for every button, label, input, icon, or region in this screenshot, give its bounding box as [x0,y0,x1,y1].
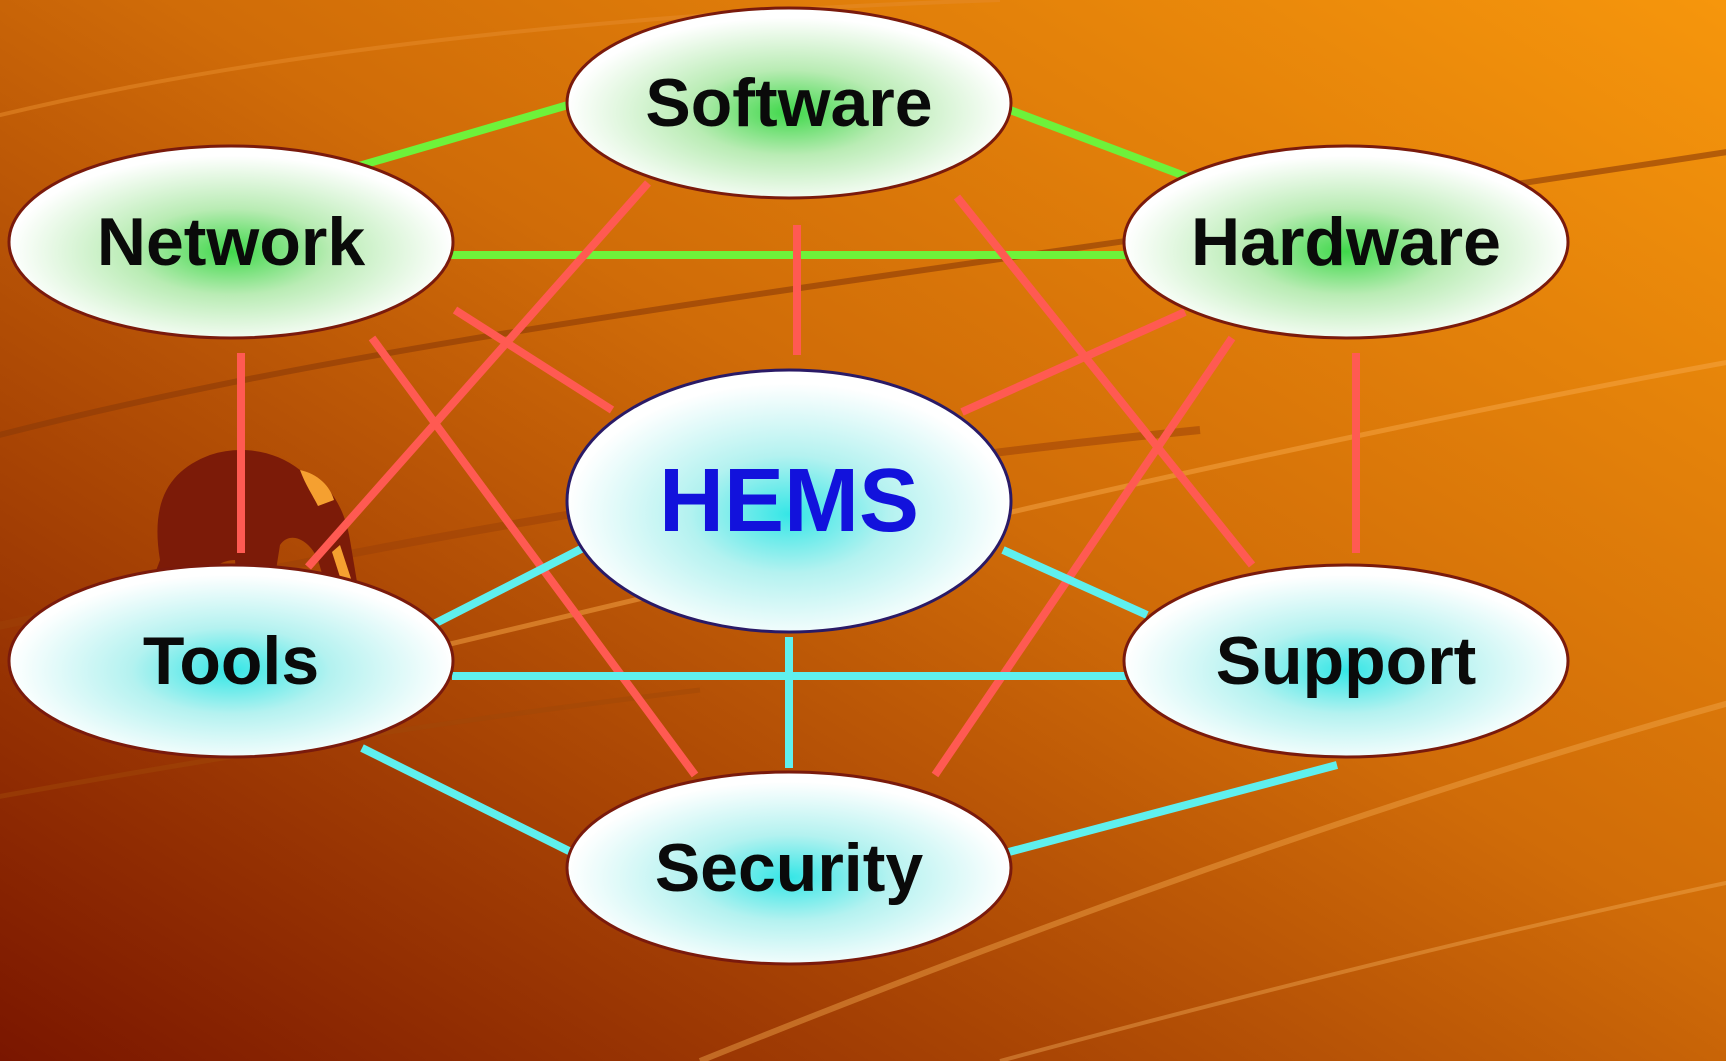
node-tools-label: Tools [143,623,319,699]
node-support-label: Support [1216,623,1477,699]
connectors [237,101,1360,859]
red-connector-9 [931,335,1236,778]
red-connector-7 [953,194,1256,568]
node-security-ellipse [565,770,1013,966]
green-connector-1 [1008,106,1192,182]
cyan-connector-12 [430,544,585,629]
node-software-label: Software [645,65,932,141]
node-hardware-ellipse [1122,144,1570,340]
cyan-connector-16 [360,744,579,859]
node-support: Support [1122,563,1570,759]
node-network: Network [7,144,455,340]
node-hems: HEMS [565,368,1013,634]
node-security-label: Security [655,830,924,906]
node-hems-label: HEMS [659,451,919,551]
node-software: Software [565,6,1013,200]
node-hardware-label: Hardware [1191,204,1501,280]
node-security: Security [565,770,1013,966]
red-connector-3 [305,180,651,570]
node-network-label: Network [97,204,365,280]
node-tools: Tools [7,563,455,759]
red-connector-5 [368,335,699,778]
red-connector-4 [452,306,615,414]
node-tools-ellipse [7,563,455,759]
cyan-connector-17 [1003,761,1339,857]
node-software-ellipse [565,6,1013,200]
node-hems-ellipse [565,368,1013,634]
node-network-ellipse [7,144,455,340]
green-connector-0 [350,101,570,172]
red-connector-8 [960,308,1187,416]
node-support-ellipse [1122,563,1570,759]
node-hardware: Hardware [1122,144,1570,340]
cyan-connector-13 [1001,546,1149,619]
